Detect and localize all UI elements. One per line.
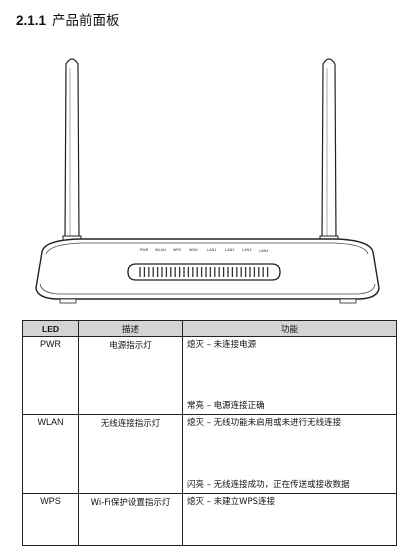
state-pwr-off: 熄灭 – 未连接电源 <box>187 340 257 350</box>
table-row: WLAN 无线连接指示灯 熄灭 – 无线功能未启用或未进行无线连接 闪亮 – 无… <box>22 414 397 494</box>
header-led: LED <box>22 320 79 337</box>
function-wps: 熄灭 – 未建立WPS连接 <box>182 493 397 546</box>
label-lan1: LAN1 <box>207 248 217 252</box>
state-wlan-off: 熄灭 – 无线功能未启用或未进行无线连接 <box>187 418 342 428</box>
section-number: 2.1.1 <box>16 13 47 28</box>
led-window <box>127 263 281 281</box>
right-antenna <box>319 58 339 245</box>
function-pwr: 熄灭 – 未连接电源 常亮 – 电源连接正确 <box>182 336 397 415</box>
state-wps-off: 熄灭 – 未建立WPS连接 <box>187 497 276 507</box>
state-wlan-blink: 闪亮 – 无线连接成功，正在传送或接收数据 <box>187 480 350 490</box>
table-row: PWR 电源指示灯 熄灭 – 未连接电源 常亮 – 电源连接正确 <box>22 336 397 415</box>
desc-wlan: 无线连接指示灯 <box>78 414 183 494</box>
desc-pwr: 电源指示灯 <box>78 336 183 415</box>
label-wlan: WLAN <box>155 248 166 252</box>
label-lan4: LAN4 <box>259 249 269 253</box>
led-pwr: PWR <box>22 336 79 415</box>
led-wps: WPS <box>22 493 79 546</box>
label-wps: WPS <box>173 248 182 252</box>
label-lan3: LAN3 <box>242 248 252 252</box>
router-front-panel-illustration: PWR WLAN WPS WAN LAN1 LAN2 LAN3 LAN4 <box>35 58 380 304</box>
function-wlan: 熄灭 – 无线功能未启用或未进行无线连接 闪亮 – 无线连接成功，正在传送或接收… <box>182 414 397 494</box>
desc-wps: Wi-Fi保护设置指示灯 <box>78 493 183 546</box>
label-pwr: PWR <box>140 248 149 252</box>
header-desc: 描述 <box>78 320 183 337</box>
table-row: WPS Wi-Fi保护设置指示灯 熄灭 – 未建立WPS连接 <box>22 493 397 546</box>
section-title: 产品前面板 <box>52 13 120 29</box>
left-antenna <box>62 58 82 245</box>
state-pwr-on: 常亮 – 电源连接正确 <box>187 401 265 411</box>
label-wan: WAN <box>189 248 198 252</box>
led-spec-table: LED 描述 功能 PWR 电源指示灯 熄灭 – 未连接电源 常亮 – 电源连接… <box>22 320 397 546</box>
section-heading: 2.1.1 产品前面板 <box>16 9 120 29</box>
label-lan2: LAN2 <box>225 248 235 252</box>
header-function: 功能 <box>182 320 397 337</box>
indicator-labels: PWR WLAN WPS WAN LAN1 LAN2 LAN3 LAN4 <box>140 248 269 253</box>
table-header-row: LED 描述 功能 <box>22 320 397 337</box>
led-wlan: WLAN <box>22 414 79 494</box>
